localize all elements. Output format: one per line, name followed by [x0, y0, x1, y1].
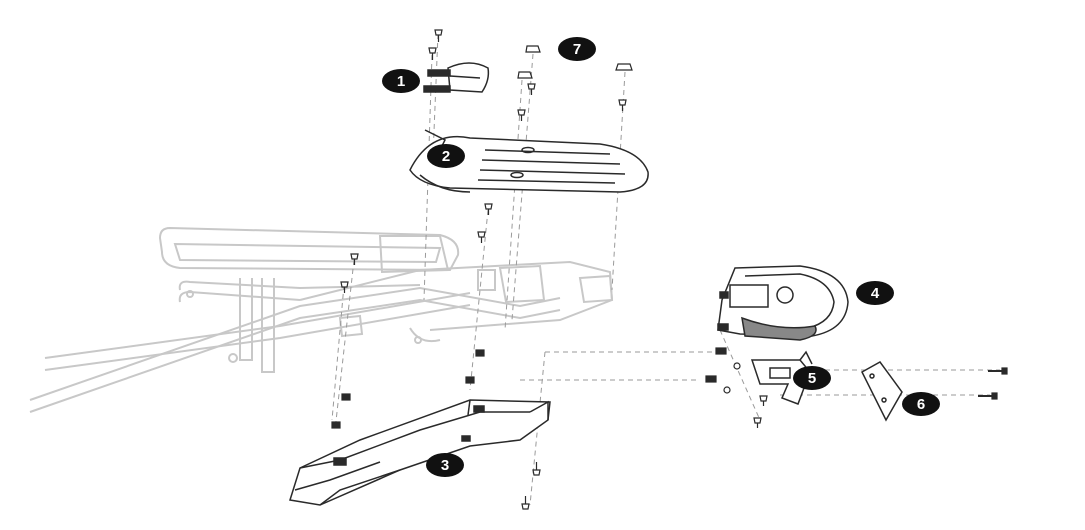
callout-6: 6 — [902, 392, 940, 416]
callout-1: 1 — [382, 69, 420, 93]
part-4-round-plate — [717, 265, 849, 341]
motorcycle-frame-ghost — [29, 226, 614, 413]
part-7-hardware — [331, 29, 1008, 510]
callout-2: 2 — [427, 144, 465, 168]
part-2-rack-plate — [409, 129, 649, 193]
part-3-lower-mount — [289, 399, 551, 506]
callout-3: 3 — [426, 453, 464, 477]
callout-5: 5 — [793, 366, 831, 390]
callout-4: 4 — [856, 281, 894, 305]
part-6-plate-bracket — [861, 361, 903, 422]
part-1-bracket — [423, 62, 490, 93]
assembly-lines — [331, 33, 1000, 506]
callout-7: 7 — [558, 37, 596, 61]
